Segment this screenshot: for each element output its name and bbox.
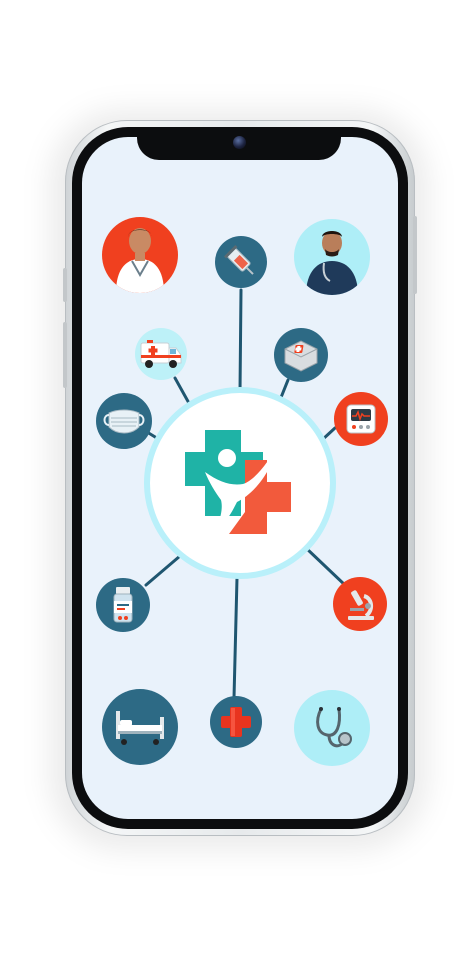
connector-microscope [304,546,348,588]
mute-switch [63,268,67,302]
medical-monitor-node[interactable] [334,392,388,446]
connector-syringe [238,288,243,394]
pill-bottle-node[interactable] [96,578,150,632]
face-mask-node[interactable] [96,393,152,449]
hospital-bed-icon [116,711,164,745]
stethoscope-node[interactable] [294,690,370,766]
red-cross-node[interactable] [210,696,262,748]
volume-up-button [63,322,67,388]
stethoscope-icon [316,707,352,748]
face-mask-icon [103,409,145,434]
app-logo-hub[interactable] [150,393,330,573]
microscope-icon [348,590,374,620]
connector-first-aid-kit [276,378,290,407]
microscope-node[interactable] [333,577,387,631]
male-doctor-avatar[interactable] [294,219,370,295]
red-cross-icon [221,707,251,737]
connector-monitor [320,426,337,442]
connector-ambulance [173,376,192,407]
connector-face-mask [145,430,162,442]
front-camera [233,136,246,149]
female-doctor-avatar[interactable] [102,217,178,293]
hospital-bed-node[interactable] [102,689,178,765]
syringe-icon [224,245,254,275]
medical-monitor-icon [346,404,376,434]
first-aid-kit-icon [284,340,318,372]
female-doctor-icon [116,228,164,293]
connector-pill-bottle [144,554,182,587]
ambulance-node[interactable] [135,328,187,380]
male-doctor-icon [306,231,358,295]
connector-red-cross [232,576,239,700]
ambulance-icon [140,340,182,368]
first-aid-kit-node[interactable] [274,328,328,382]
power-button [413,216,417,294]
medical-cross-person-logo-icon [185,430,291,534]
syringe-node[interactable] [215,236,267,288]
pill-bottle-icon [113,587,133,623]
